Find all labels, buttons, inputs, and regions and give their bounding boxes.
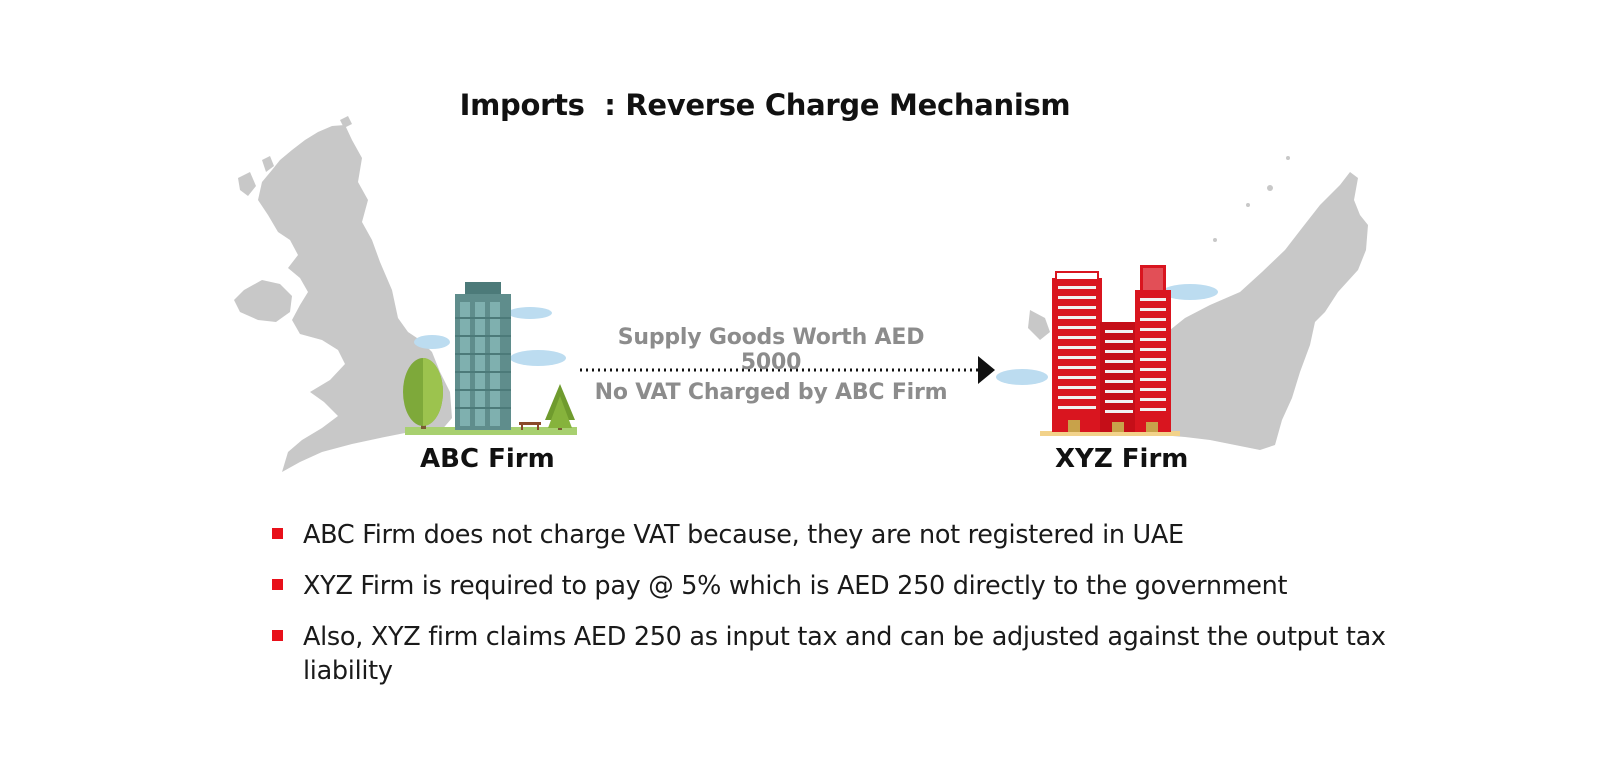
- bullet-marker-icon: [272, 528, 283, 539]
- bullet-item: ABC Firm does not charge VAT because, th…: [270, 518, 1390, 552]
- bullet-marker-icon: [272, 630, 283, 641]
- bullet-text: ABC Firm does not charge VAT because, th…: [303, 520, 1184, 550]
- uae-map-icon: [1028, 156, 1368, 450]
- cloud-icon: [414, 284, 1218, 385]
- bullet-item: XYZ Firm is required to pay @ 5% which i…: [270, 569, 1390, 603]
- source-firm-label: ABC Firm: [420, 444, 555, 474]
- flow-label-top: Supply Goods Worth AED 5000: [617, 325, 925, 375]
- destination-firm-label: XYZ Firm: [1055, 444, 1189, 474]
- bullet-list: ABC Firm does not charge VAT because, th…: [270, 518, 1390, 705]
- bullet-text: XYZ Firm is required to pay @ 5% which i…: [303, 571, 1288, 601]
- bullet-text: Also, XYZ firm claims AED 250 as input t…: [303, 622, 1386, 686]
- bullet-item: Also, XYZ firm claims AED 250 as input t…: [270, 620, 1390, 688]
- office-tower-icon: [403, 282, 577, 435]
- bullet-marker-icon: [272, 579, 283, 590]
- flow-label-bottom: No VAT Charged by ABC Firm: [594, 380, 948, 405]
- red-buildings-icon: [1040, 265, 1180, 436]
- arrow-right-icon: [580, 356, 995, 384]
- page-title: Imports : Reverse Charge Mechanism: [459, 88, 1071, 122]
